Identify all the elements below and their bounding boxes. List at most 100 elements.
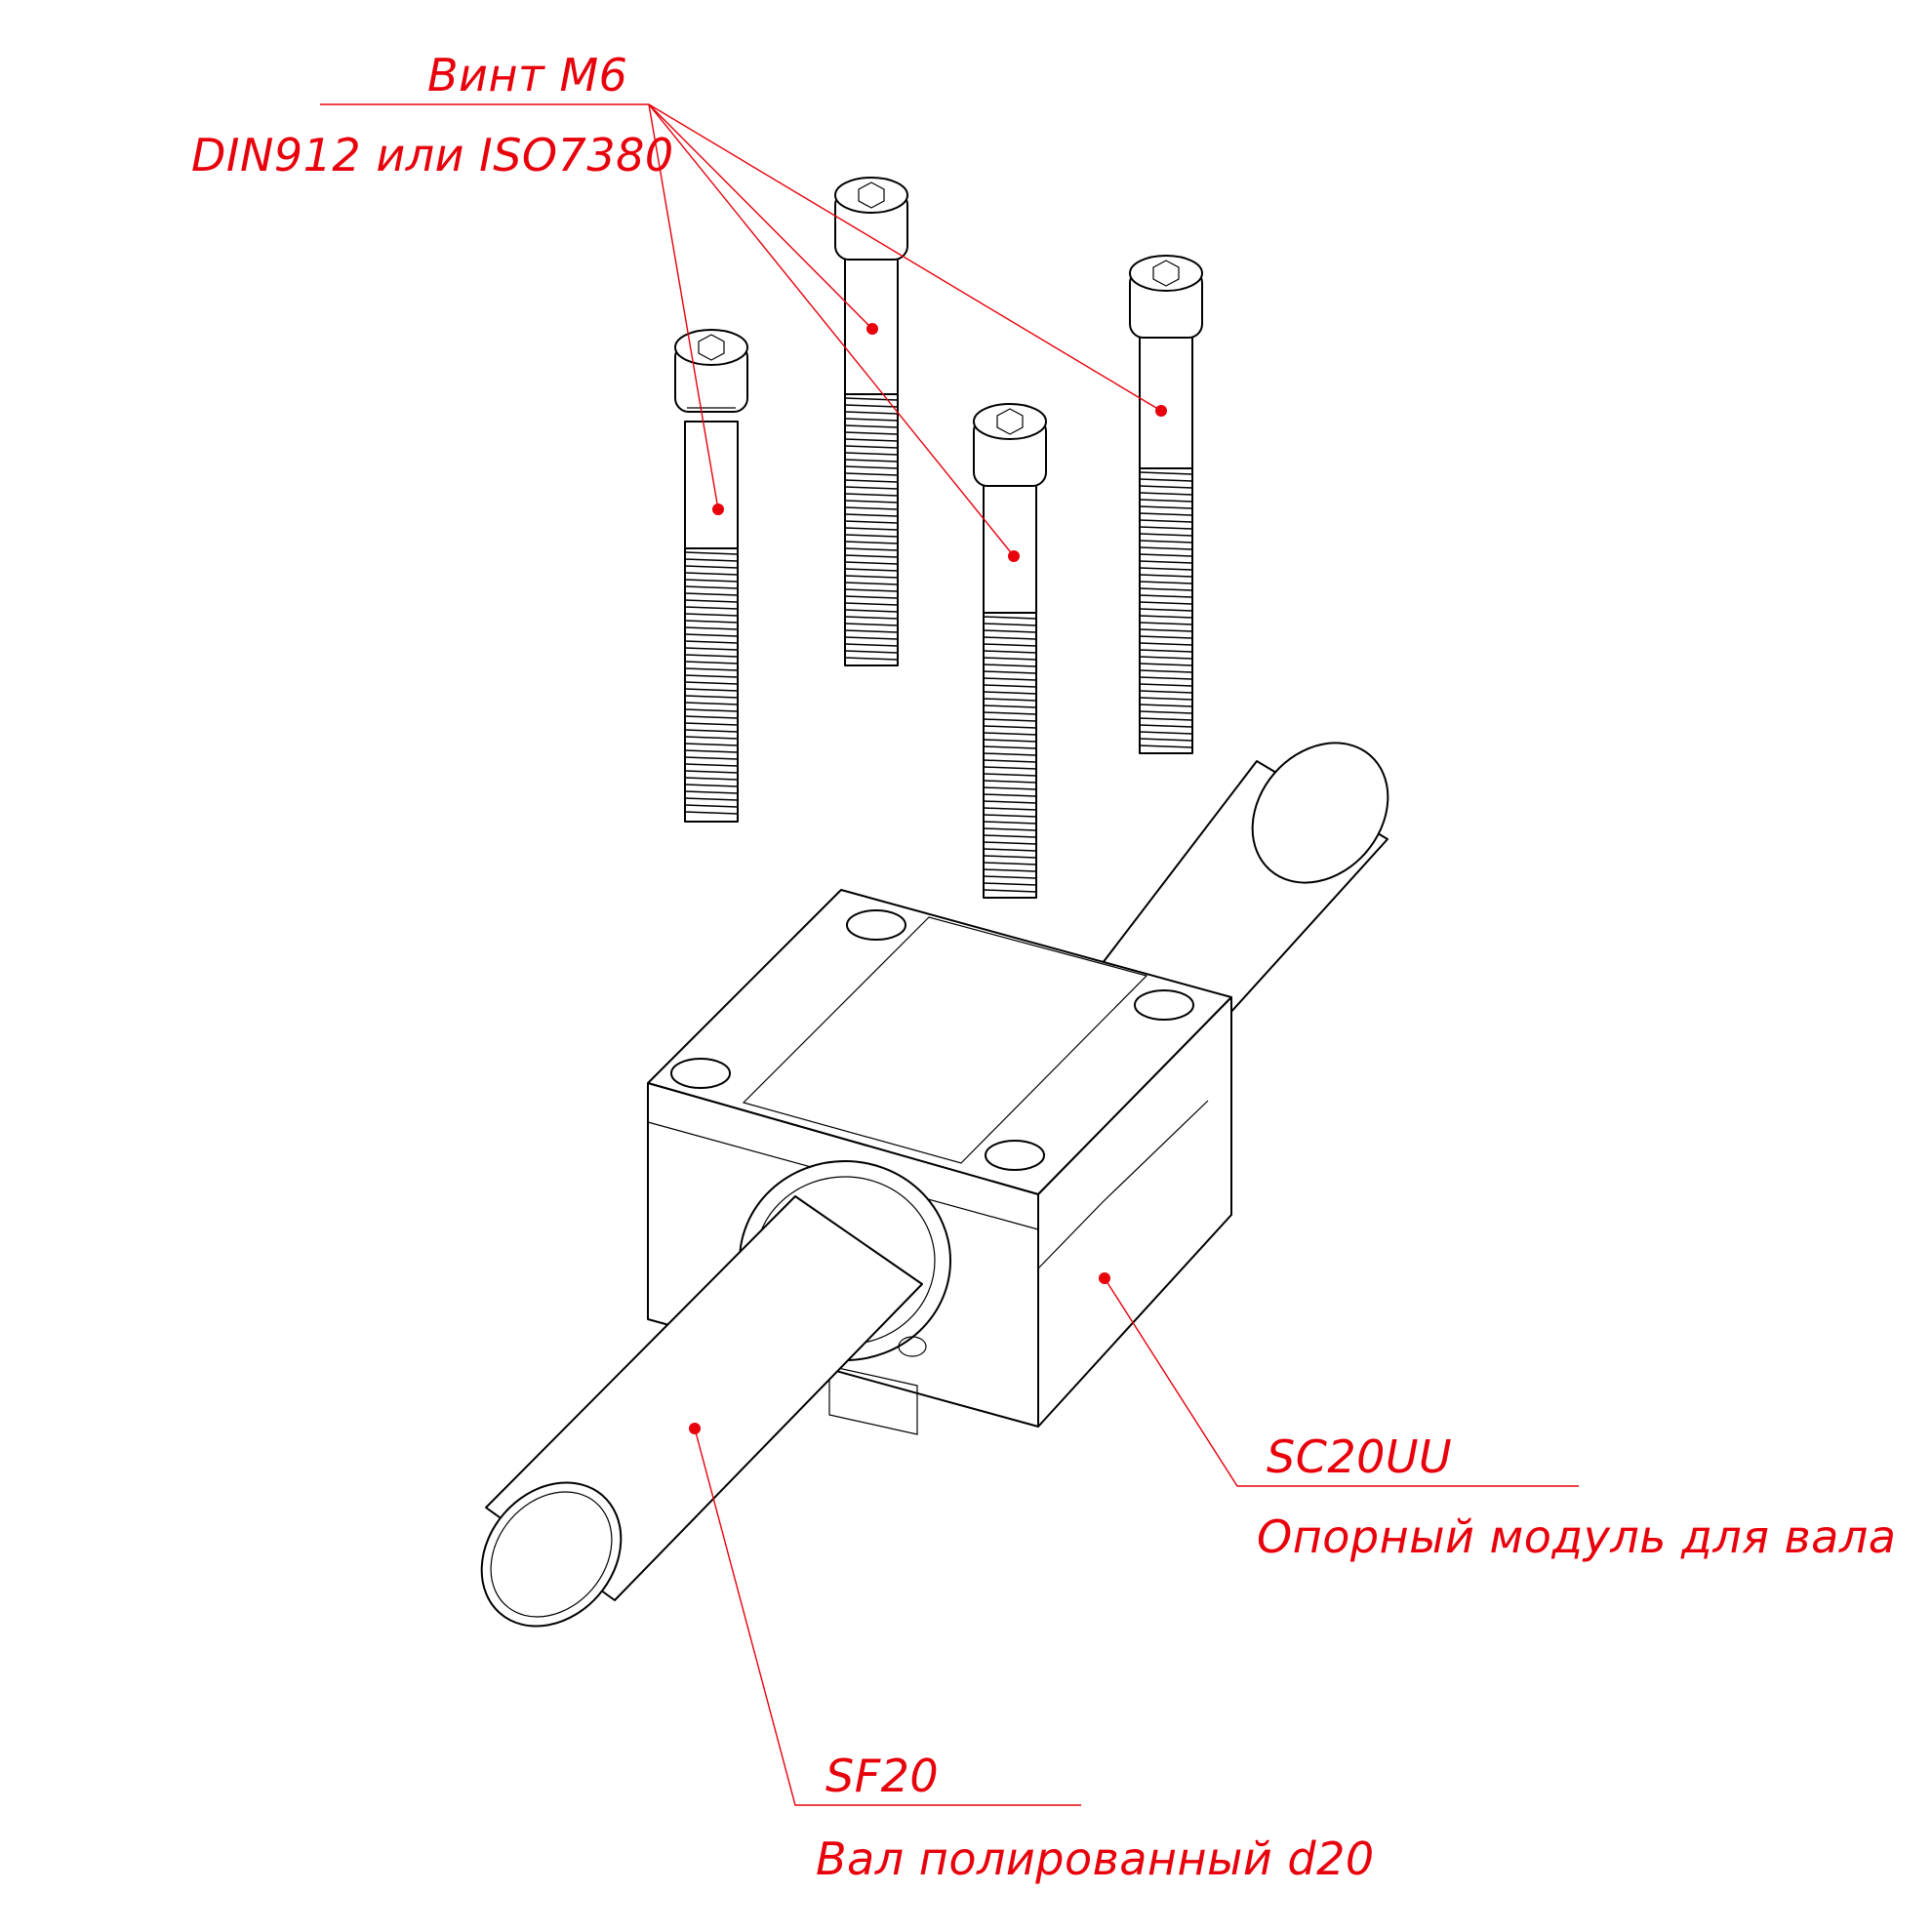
- thread-line: [983, 698, 1037, 702]
- thread-line: [983, 759, 1037, 763]
- thread-line: [1139, 649, 1193, 653]
- thread-line: [844, 547, 899, 551]
- thread-line: [983, 855, 1037, 859]
- screw-2: [834, 177, 908, 666]
- thread-line: [1139, 581, 1193, 584]
- thread-line: [684, 811, 739, 815]
- thread-line: [844, 657, 899, 661]
- thread-line: [983, 821, 1037, 825]
- thread-line: [684, 613, 739, 617]
- thread-line: [983, 670, 1037, 674]
- thread-line: [983, 807, 1037, 811]
- thread-line: [684, 647, 739, 651]
- thread-line: [983, 814, 1037, 818]
- thread-line: [684, 756, 739, 760]
- screw-thread-1: [684, 551, 739, 815]
- thread-line: [983, 691, 1037, 695]
- thread-line: [844, 397, 899, 401]
- thread-line: [983, 684, 1037, 688]
- thread-line: [844, 534, 899, 538]
- thread-line: [1139, 471, 1193, 475]
- thread-line: [684, 777, 739, 781]
- thread-line: [1139, 690, 1193, 694]
- thread-line: [1139, 574, 1193, 578]
- thread-line: [684, 715, 739, 719]
- thread-line: [983, 739, 1037, 743]
- thread-line: [1139, 553, 1193, 557]
- thread-line: [684, 784, 739, 787]
- thread-line: [1139, 608, 1193, 612]
- thread-line: [1139, 724, 1193, 728]
- thread-line: [983, 664, 1037, 667]
- thread-line: [1139, 505, 1193, 509]
- shaft-label-line1: SF20: [825, 1750, 940, 1802]
- thread-line: [684, 599, 739, 603]
- thread-line: [844, 561, 899, 565]
- thread-line: [844, 554, 899, 558]
- thread-line: [983, 636, 1037, 640]
- thread-line: [844, 513, 899, 517]
- thread-line: [844, 588, 899, 592]
- thread-line: [684, 674, 739, 678]
- thread-line: [1139, 745, 1193, 748]
- screw-label-line1: Винт М6: [427, 49, 628, 101]
- screw-1: [674, 329, 748, 823]
- thread-line: [684, 579, 739, 583]
- thread-line: [844, 527, 899, 531]
- thread-line: [983, 711, 1037, 715]
- thread-line: [684, 558, 739, 562]
- thread-line: [684, 661, 739, 664]
- thread-line: [844, 431, 899, 435]
- thread-line: [983, 732, 1037, 736]
- thread-line: [983, 704, 1037, 708]
- thread-line: [983, 875, 1037, 879]
- thread-line: [844, 465, 899, 469]
- thread-line: [844, 623, 899, 626]
- thread-line: [844, 452, 899, 456]
- thread-line: [684, 797, 739, 801]
- thread-line: [684, 620, 739, 624]
- thread-line: [844, 418, 899, 422]
- thread-line: [983, 643, 1037, 647]
- thread-line: [684, 749, 739, 753]
- thread-line: [1139, 567, 1193, 571]
- thread-line: [1139, 635, 1193, 639]
- thread-line: [983, 725, 1037, 729]
- thread-line: [983, 827, 1037, 831]
- thread-line: [1139, 704, 1193, 707]
- thread-line: [684, 667, 739, 671]
- thread-line: [684, 592, 739, 596]
- mounting-hole-3: [670, 1058, 731, 1089]
- thread-line: [983, 629, 1037, 633]
- thread-line: [844, 438, 899, 442]
- thread-line: [1139, 669, 1193, 673]
- thread-line: [684, 572, 739, 576]
- thread-line: [684, 688, 739, 692]
- thread-line: [983, 766, 1037, 770]
- thread-line: [684, 743, 739, 746]
- mounting-hole-4: [985, 1140, 1045, 1171]
- thread-line: [844, 595, 899, 599]
- thread-line: [983, 752, 1037, 756]
- thread-line: [983, 657, 1037, 661]
- thread-line: [844, 404, 899, 408]
- thread-line: [844, 650, 899, 654]
- mounting-hole-2: [1134, 989, 1194, 1021]
- thread-line: [684, 551, 739, 555]
- thread-line: [983, 862, 1037, 865]
- thread-line: [983, 786, 1037, 790]
- thread-line: [1139, 587, 1193, 591]
- thread-line: [983, 800, 1037, 804]
- thread-line: [1139, 622, 1193, 625]
- screw-thread-4: [1139, 471, 1193, 748]
- thread-line: [1139, 710, 1193, 714]
- thread-line: [844, 506, 899, 510]
- thread-line: [1139, 697, 1193, 701]
- thread-line: [844, 459, 899, 463]
- thread-line: [1139, 533, 1193, 537]
- thread-line: [844, 486, 899, 490]
- leader-dots: [689, 323, 1167, 1434]
- thread-line: [684, 790, 739, 794]
- mounting-hole-1: [846, 909, 906, 941]
